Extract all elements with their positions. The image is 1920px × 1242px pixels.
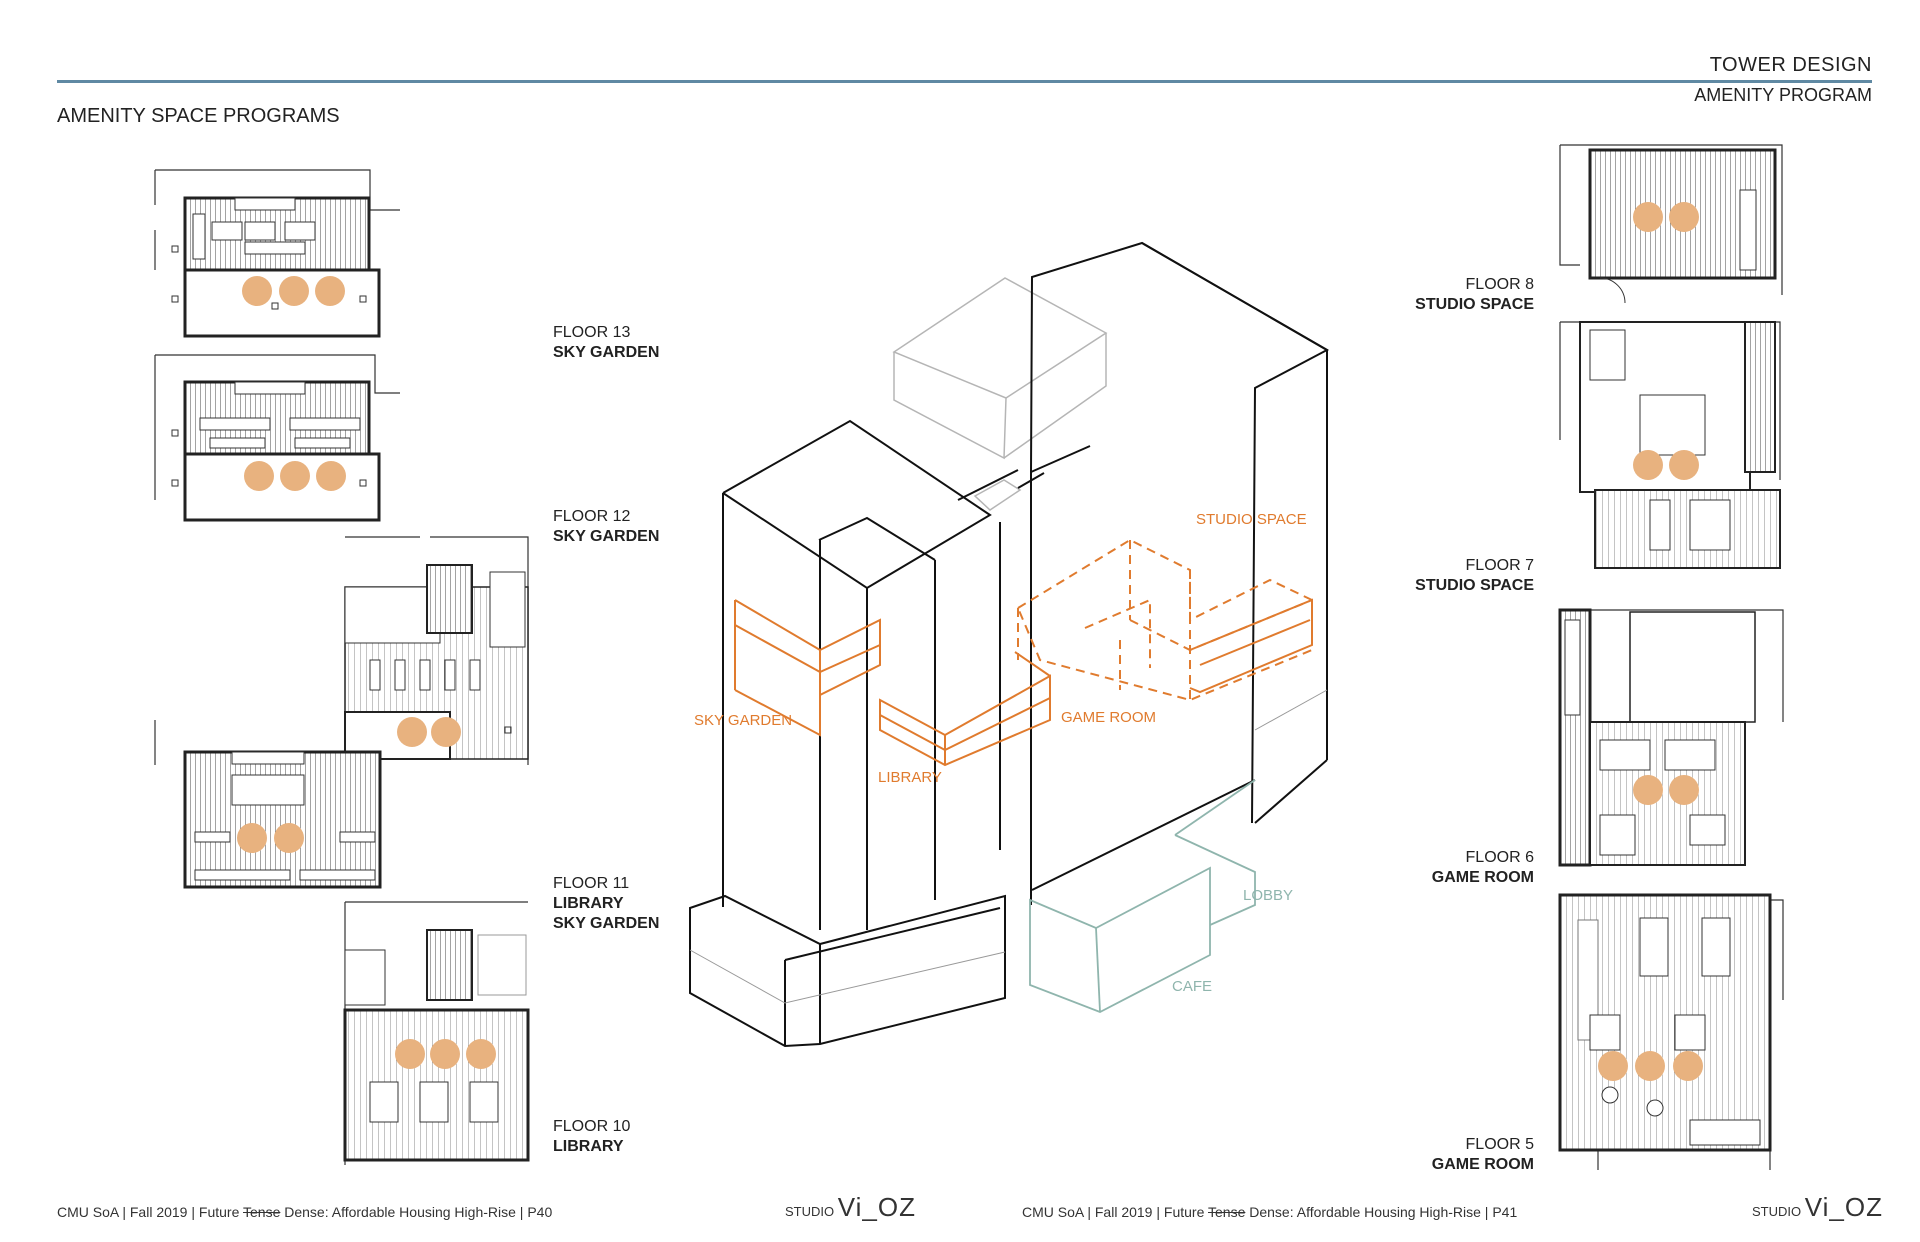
axon-label-cafe: CAFE <box>1172 978 1212 995</box>
header-rule <box>57 80 1872 83</box>
floor-label-10: FLOOR 10 LIBRARY <box>553 1118 631 1155</box>
roof-volume <box>892 277 1108 511</box>
brand-logo-left: STUDIO Vi_OZ <box>785 1192 916 1222</box>
lobby-cafe-volume <box>1029 779 1256 1013</box>
axon-label-library: LIBRARY <box>878 769 942 786</box>
plan-floor-8 <box>1559 144 1783 304</box>
tower-thin-lines <box>689 689 1328 1004</box>
sky-garden-volume <box>734 599 881 737</box>
floor-label-8: FLOOR 8 STUDIO SPACE <box>1415 276 1534 313</box>
game-room-volume <box>1189 598 1313 694</box>
plan-floor-6 <box>1558 608 1784 867</box>
section-title: AMENITY SPACE PROGRAMS <box>57 105 340 127</box>
floor-label-12: FLOOR 12 SKY GARDEN <box>553 508 660 545</box>
page-subtitle: AMENITY PROGRAM <box>1694 85 1872 105</box>
floor-label-5: FLOOR 5 GAME ROOM <box>1431 1136 1534 1173</box>
studio-volume <box>1016 538 1313 702</box>
plan-floor-13 <box>154 169 400 338</box>
plan-floor-11 <box>154 536 529 889</box>
axon-label-sky-garden: SKY GARDEN <box>694 712 792 729</box>
floor-label-6: FLOOR 6 GAME ROOM <box>1431 849 1534 886</box>
axon-label-lobby: LOBBY <box>1243 887 1293 904</box>
plan-floor-12 <box>154 354 400 522</box>
page-title: TOWER DESIGN <box>1709 54 1872 76</box>
brand-logo-right: STUDIO Vi_OZ <box>1752 1192 1883 1222</box>
axon-label-studio-space: STUDIO SPACE <box>1196 511 1307 528</box>
floor-label-13: FLOOR 13 SKY GARDEN <box>553 324 660 361</box>
footer-right: CMU SoA | Fall 2019 | Future Tense Dense… <box>1022 1204 1518 1220</box>
footer-left: CMU SoA | Fall 2019 | Future Tense Dense… <box>57 1204 553 1220</box>
floor-label-7: FLOOR 7 STUDIO SPACE <box>1415 557 1534 594</box>
floor-label-11: FLOOR 11 LIBRARY SKY GARDEN <box>553 875 660 932</box>
plan-floor-10 <box>343 901 530 1165</box>
tower-volumes <box>689 241 1330 1048</box>
plan-floor-5 <box>1558 893 1784 1170</box>
library-volume <box>879 651 1051 767</box>
axon-label-game-room: GAME ROOM <box>1061 709 1156 726</box>
plan-floor-7 <box>1559 321 1781 569</box>
